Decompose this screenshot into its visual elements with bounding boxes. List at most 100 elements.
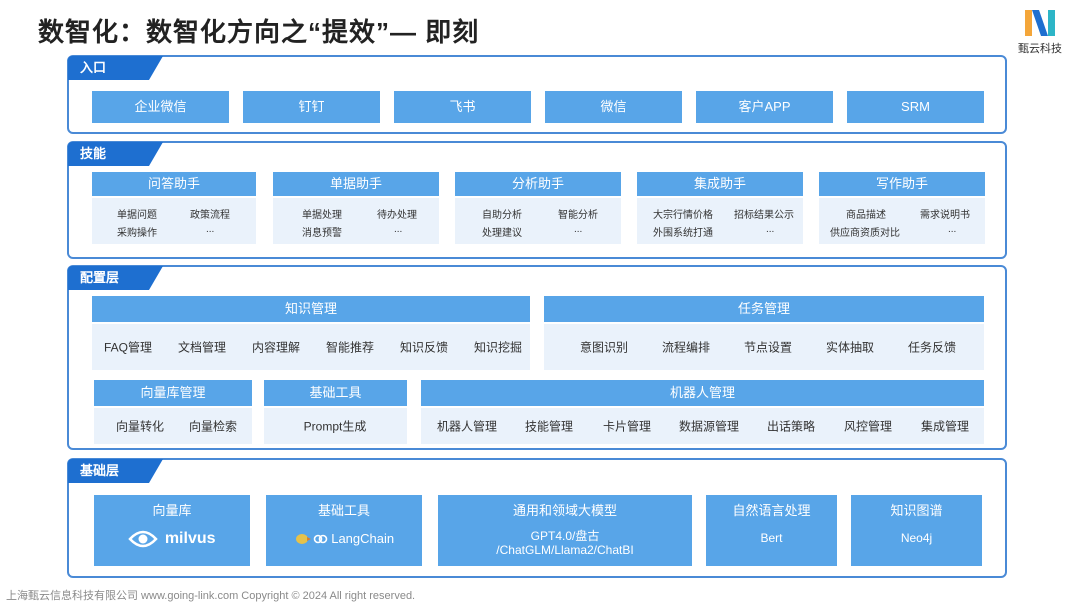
skill-item: 大宗行情价格 [653,210,713,221]
skill-item: 待办处理 [377,210,417,221]
base-tools-title: 基础工具 [317,503,370,518]
skill-item: ... [766,224,775,235]
robot-header: 机器人管理 [421,380,984,406]
skill-doc-header: 单据助手 [273,172,439,196]
skill-item: ... [948,224,957,235]
tools-item: Prompt生成 [303,419,367,434]
vector-header: 向量库管理 [94,380,252,406]
milvus-eye-icon [128,530,159,548]
logo-mark-icon [1025,10,1055,36]
footer-copyright: 上海甄云信息科技有限公司 www.going-link.com Copyrigh… [6,590,416,602]
skill-qa-body: 单据问题 政策流程 采购操作 ... [92,198,256,244]
base-tag: 基础层 [68,459,163,483]
entry-feishu: 飞书 [394,91,531,123]
task-item: 实体抽取 [825,340,875,355]
llm-content: GPT4.0/盘古 /ChatGLM/Llama2/ChatBI [438,529,692,557]
skill-analysis-header: 分析助手 [455,172,621,196]
base-tools-box: 基础工具 LangChain [266,495,422,566]
skill-integration-body: 大宗行情价格 招标结果公示 外围系统打通 ... [637,198,803,244]
skill-item: 处理建议 [482,228,522,239]
knowledge-item: 文档管理 [177,340,227,355]
vector-item: 向量检索 [188,419,238,434]
robot-body: 机器人管理 技能管理 卡片管理 数据源管理 出话策略 风控管理 集成管理 [421,408,984,444]
llm-line1: GPT4.0/盘古 [530,529,600,543]
skill-item: 自助分析 [482,210,522,221]
robot-item: 集成管理 [920,419,970,434]
skill-item: ... [394,224,403,235]
knowledge-item: FAQ管理 [103,340,153,355]
langchain-parrot-icon [295,534,328,544]
skill-writing-body: 商品描述 需求说明书 供应商资质对比 ... [819,198,985,244]
llm-title: 通用和领域大模型 [512,503,617,518]
task-item: 节点设置 [743,340,793,355]
skill-analysis-body: 自助分析 智能分析 处理建议 ... [455,198,621,244]
robot-item: 出话策略 [766,419,816,434]
tools-header: 基础工具 [264,380,407,406]
entry-tag: 入口 [68,56,163,80]
llm-line2: /ChatGLM/Llama2/ChatBI [496,543,634,557]
skill-item: 消息预警 [302,228,342,239]
skill-item: 单据问题 [117,210,157,221]
vector-item: 向量转化 [115,419,165,434]
task-header: 任务管理 [544,296,984,322]
llm-box: 通用和领域大模型 GPT4.0/盘古 /ChatGLM/Llama2/ChatB… [438,495,692,566]
knowledge-body: FAQ管理 文档管理 内容理解 智能推荐 知识反馈 知识挖掘 [92,324,530,370]
entry-dingtalk: 钉钉 [243,91,380,123]
langchain-logo: LangChain [266,531,422,547]
task-item: 任务反馈 [907,340,957,355]
robot-item: 数据源管理 [678,419,740,434]
knowledge-item: 知识反馈 [399,340,449,355]
skill-item: 商品描述 [846,210,886,221]
entry-wechat: 微信 [545,91,682,123]
skill-item: 招标结果公示 [734,210,794,221]
knowledge-item: 智能推荐 [325,340,375,355]
skill-item: 政策流程 [190,210,230,221]
vector-db-title: 向量库 [152,503,192,518]
kg-title: 知识图谱 [890,503,943,518]
entry-srm: SRM [847,91,984,123]
base-section: 基础层 向量库 milvus 基础工具 LangChain 通用和领域大模型 G… [67,458,1007,578]
skills-section: 技能 问答助手 单据问题 政策流程 采购操作 ... 单据助手 单据处理 待办处… [67,141,1007,259]
config-section: 配置层 知识管理 FAQ管理 文档管理 内容理解 智能推荐 知识反馈 知识挖掘 … [67,265,1007,450]
task-item: 意图识别 [579,340,629,355]
milvus-logo: milvus [94,529,250,549]
robot-item: 风控管理 [843,419,893,434]
skill-integration-header: 集成助手 [637,172,803,196]
nlp-content: Bert [760,531,783,545]
robot-item: 技能管理 [524,419,574,434]
skill-item: ... [206,224,215,235]
skill-qa-header: 问答助手 [92,172,256,196]
page-title: 数智化：数智化方向之“提效”— 即刻 [38,17,480,47]
robot-item: 卡片管理 [602,419,652,434]
config-tag: 配置层 [68,266,163,290]
vector-body: 向量转化 向量检索 [94,408,252,444]
skill-item: 需求说明书 [920,210,970,221]
skill-item: 外围系统打通 [653,228,713,239]
entry-customer-app: 客户APP [696,91,833,123]
robot-item: 机器人管理 [436,419,498,434]
skill-item: 智能分析 [558,210,598,221]
skill-item: ... [574,224,583,235]
task-body: 意图识别 流程编排 节点设置 实体抽取 任务反馈 [544,324,984,370]
entry-section: 入口 企业微信 钉钉 飞书 微信 客户APP SRM [67,55,1007,134]
skill-writing-header: 写作助手 [819,172,985,196]
nlp-title: 自然语言处理 [732,503,811,518]
skill-item: 供应商资质对比 [830,228,900,239]
logo-text: 甄云科技 [1018,43,1062,55]
nlp-box: 自然语言处理 Bert [706,495,837,566]
tools-body: Prompt生成 [264,408,407,444]
knowledge-item: 知识挖掘 [473,340,523,355]
task-item: 流程编排 [661,340,711,355]
company-logo: 甄云科技 [1012,8,1068,56]
skill-item: 单据处理 [302,210,342,221]
kg-box: 知识图谱 Neo4j [851,495,982,566]
skill-doc-body: 单据处理 待办处理 消息预警 ... [273,198,439,244]
knowledge-item: 内容理解 [251,340,301,355]
entry-wecom: 企业微信 [92,91,229,123]
vector-db-box: 向量库 milvus [94,495,250,566]
milvus-text: milvus [164,530,216,547]
knowledge-header: 知识管理 [92,296,530,322]
skill-item: 采购操作 [117,228,157,239]
skills-tag: 技能 [68,142,163,166]
langchain-text: LangChain [331,531,395,546]
